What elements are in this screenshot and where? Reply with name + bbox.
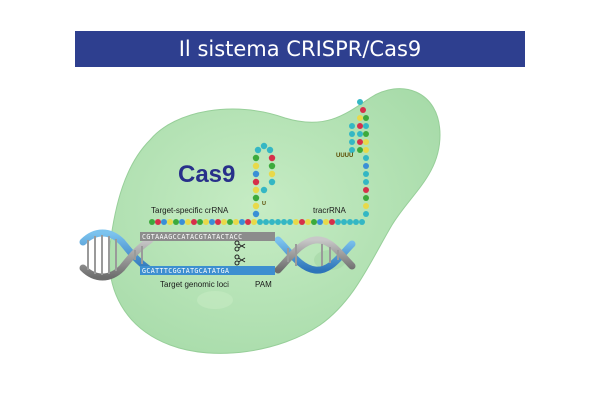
stem-u-letters: U <box>262 201 266 207</box>
scissors-icon <box>234 240 246 252</box>
dna-helix-right <box>274 236 356 274</box>
tracrRNA-strand <box>281 99 369 225</box>
crRNA-strand <box>149 219 281 225</box>
tracrRNA-label: tracrRNA <box>313 206 347 215</box>
crRNA-stem-loop <box>252 142 276 218</box>
dna-helix-left <box>79 229 154 281</box>
target-loci-label: Target genomic loci <box>160 280 229 289</box>
target-crRNA-label: Target-specific crRNA <box>151 206 229 215</box>
slide-title: Il sistema CRISPR/Cas9 <box>75 31 525 67</box>
scissors-icon <box>234 254 246 266</box>
dna-top-strand <box>140 232 275 241</box>
dna-bottom-sequence: GCATTTCGGTATGCATATGA <box>142 267 229 275</box>
pam-label: PAM <box>255 280 272 289</box>
uuuu-tail-label: UUUU <box>336 153 353 159</box>
cas9-label: Cas9 <box>178 161 235 188</box>
dna-bottom-strand <box>140 266 275 275</box>
dna-top-sequence: CGTAAAGCCATACGTATACTACC <box>142 233 243 241</box>
